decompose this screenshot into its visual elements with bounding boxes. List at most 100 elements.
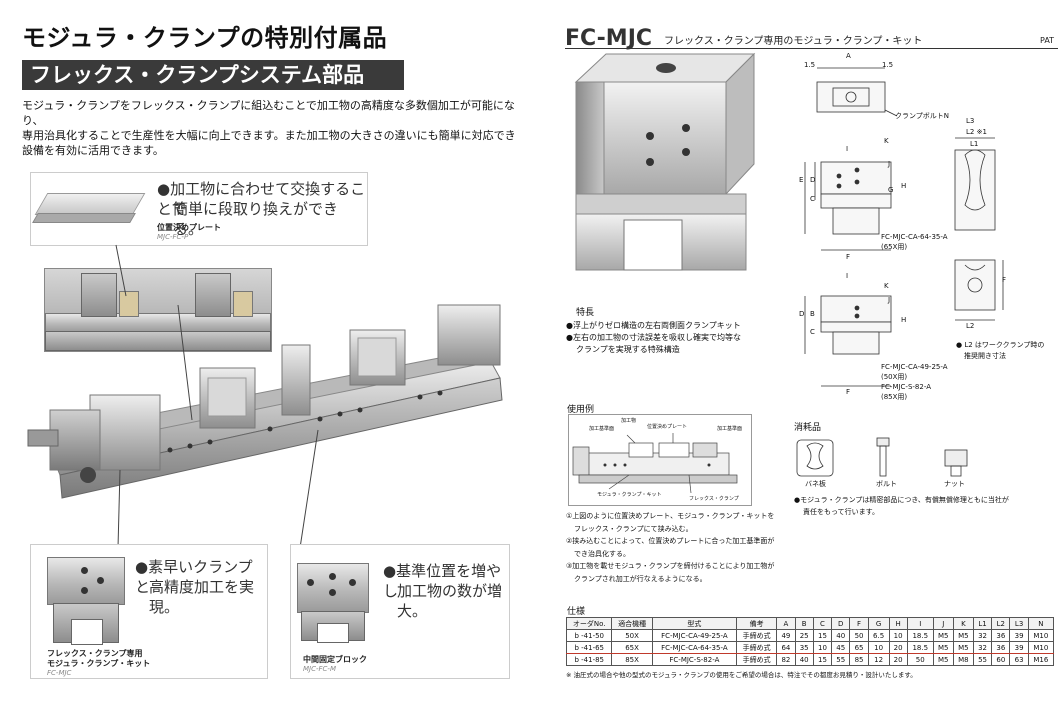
spec-col-l2: L2 [991,617,1011,630]
table-cell: M10 [1027,641,1055,654]
table-cell: 65 [849,641,869,654]
kit-caption-line1: フレックス・クランプ専用 [47,649,143,658]
kit-text-line1: ●素早いクランプと [135,558,253,596]
dim-g-label: G [888,186,894,194]
dim-l1-label: L1 [970,140,979,148]
usage-label-plate: 位置決めプレート [647,424,688,430]
model-1-name: FC-MJC-CA-64-35-A [881,233,948,241]
usage-step: ①上図のように位置決めプレート、モジュラ・クランプ・キットを [566,512,775,520]
block-caption: 中間固定ブロック [303,655,367,664]
table-cell: 55 [831,653,851,666]
model-2-note: (50X用) [881,373,908,381]
usage-label-kit: モジュラ・クランプ・キット [597,492,662,498]
table-cell: 50 [849,629,869,642]
spec-col-order: オーダNo. [565,617,613,630]
model-3-note: (85X用) [881,393,908,401]
dim-k-label-2: K [884,282,889,290]
table-cell: 15 [812,653,833,666]
spec-table: オーダNo. 適合機種 型式 備考 A B C D F G H I J K L1… [565,617,1055,666]
table-cell: 手締め式 [736,653,778,666]
table-cell: 18.5 [906,629,934,642]
usage-step: ③加工物を載せモジュラ・クランプを締付けることにより加工物が [566,562,775,570]
table-cell: b -41-50 [565,629,613,642]
table-cell: 63 [1009,653,1029,666]
feature-item: ●左右の加工物の寸法誤差を吸収し確実で均等な [566,333,741,342]
spec-col-f: F [849,617,869,630]
usage-step: ②挟み込むことによって、位置決めプレートに合った加工基準面が [566,537,775,545]
dim-l3-label: L3 [966,117,975,125]
table-cell: 20 [888,653,908,666]
table-cell: 40 [794,653,814,666]
spec-col-l1: L1 [972,617,993,630]
table-cell: 25 [794,629,814,642]
dim-d-label: D [810,176,816,184]
product-title: FC-MJC [565,26,653,51]
table-cell: 50X [611,629,653,642]
consumable-bolt: ボルト [876,480,897,488]
block-text-line2: 加工物の数が増大。 [397,582,503,620]
table-cell: 39 [1009,641,1029,654]
dim-h-label-2: H [901,316,907,324]
spec-col-l3: L3 [1009,617,1029,630]
features-heading: 特長 [576,308,595,318]
table-cell: M5 [932,653,954,666]
spec-col-n: N [1027,617,1055,630]
table-cell: 55 [972,653,993,666]
table-cell: 10 [812,641,833,654]
dim-e-label: E [799,176,804,184]
spec-col-h: H [888,617,908,630]
table-cell: 85 [849,653,869,666]
block-image [297,563,369,643]
usage-steps: ①上図のように位置決めプレート、モジュラ・クランプ・キットを フレックス・クラン… [566,510,796,585]
table-cell: 20 [888,641,908,654]
leader-lines [115,244,319,549]
block-text-line1: ●基準位置を増やし [383,562,502,600]
spec-header-row: オーダNo. 適合機種 型式 備考 A B C D F G H I J K L1… [565,617,1055,630]
features-list: ●浮上がりゼロ構造の左右両側面クランプキット ●左右の加工物の寸法誤差を吸収し確… [566,320,766,356]
table-cell: M5 [932,629,954,642]
table-cell: 手締め式 [736,629,778,642]
table-cell: M16 [1027,653,1055,666]
table-cell: M8 [952,653,974,666]
spec-col-machine: 適合機種 [611,617,653,630]
usage-diagram: 加工物 加工基準面 位置決めプレート 加工基準面 モジュラ・クランプ・キット フ… [568,414,752,506]
table-cell: 65X [611,641,653,654]
feature-item: ●浮上がりゼロ構造の左右両側面クランプキット [566,321,741,330]
callout-plate: 位置決めプレート MJC-FC-P ●加工物に合わせて交換することで 簡単に段取… [30,172,368,246]
kit-code: FC-MJC [47,669,72,677]
detail-photo [44,268,272,352]
dim-c-label-2: C [810,328,815,336]
usage-step: でき治具化する。 [574,549,630,558]
dim-i-label: I [846,145,849,153]
plate-caption: 位置決めプレート [157,223,221,232]
table-cell: b -41-65 [565,641,613,654]
dim-a-label: A [846,52,851,60]
model-3-name: FC-MJC-S-82-A [881,383,931,391]
kit-image [47,557,125,645]
model-2-name: FC-MJC-CA-49-25-A [881,363,948,371]
dim-d-label-2: D [799,310,805,318]
table-cell: 10 [888,629,908,642]
usage-label-flex: フレックス・クランプ [689,496,739,502]
dim-f-side: F [1002,276,1007,284]
table-cell: FC-MJC-CA-64-35-A [651,641,738,654]
table-cell: M5 [952,629,974,642]
note-l2-line2: 推奨開き寸法 [964,352,1006,360]
usage-label-ref-left: 加工基準面 [589,426,615,432]
intro-line: 設備を有効に活用できます。 [22,144,164,157]
dim-15-left: 1.5 [804,61,816,69]
title-rule [565,48,1058,49]
table-cell: b -41-85 [565,653,613,666]
patent-mark: PAT [1040,36,1055,45]
intro-line: 専用治具化することで生産性を大幅に向上できます。また加工物の大きさの違いにも簡単… [22,129,516,142]
table-cell: FC-MJC-S-82-A [651,653,738,666]
dim-l2-label: L2 ※1 [966,128,987,136]
bolt-label: クランプボルトN [895,112,950,120]
table-cell: 82 [776,653,796,666]
spec-col-i: I [906,617,934,630]
feature-item: クランプを実現する特殊構造 [576,345,680,354]
note-l2-line1: ● L2 はワーククランプ時の [956,341,1045,349]
dim-c-label: C [810,195,815,203]
spec-col-a: A [776,617,796,630]
